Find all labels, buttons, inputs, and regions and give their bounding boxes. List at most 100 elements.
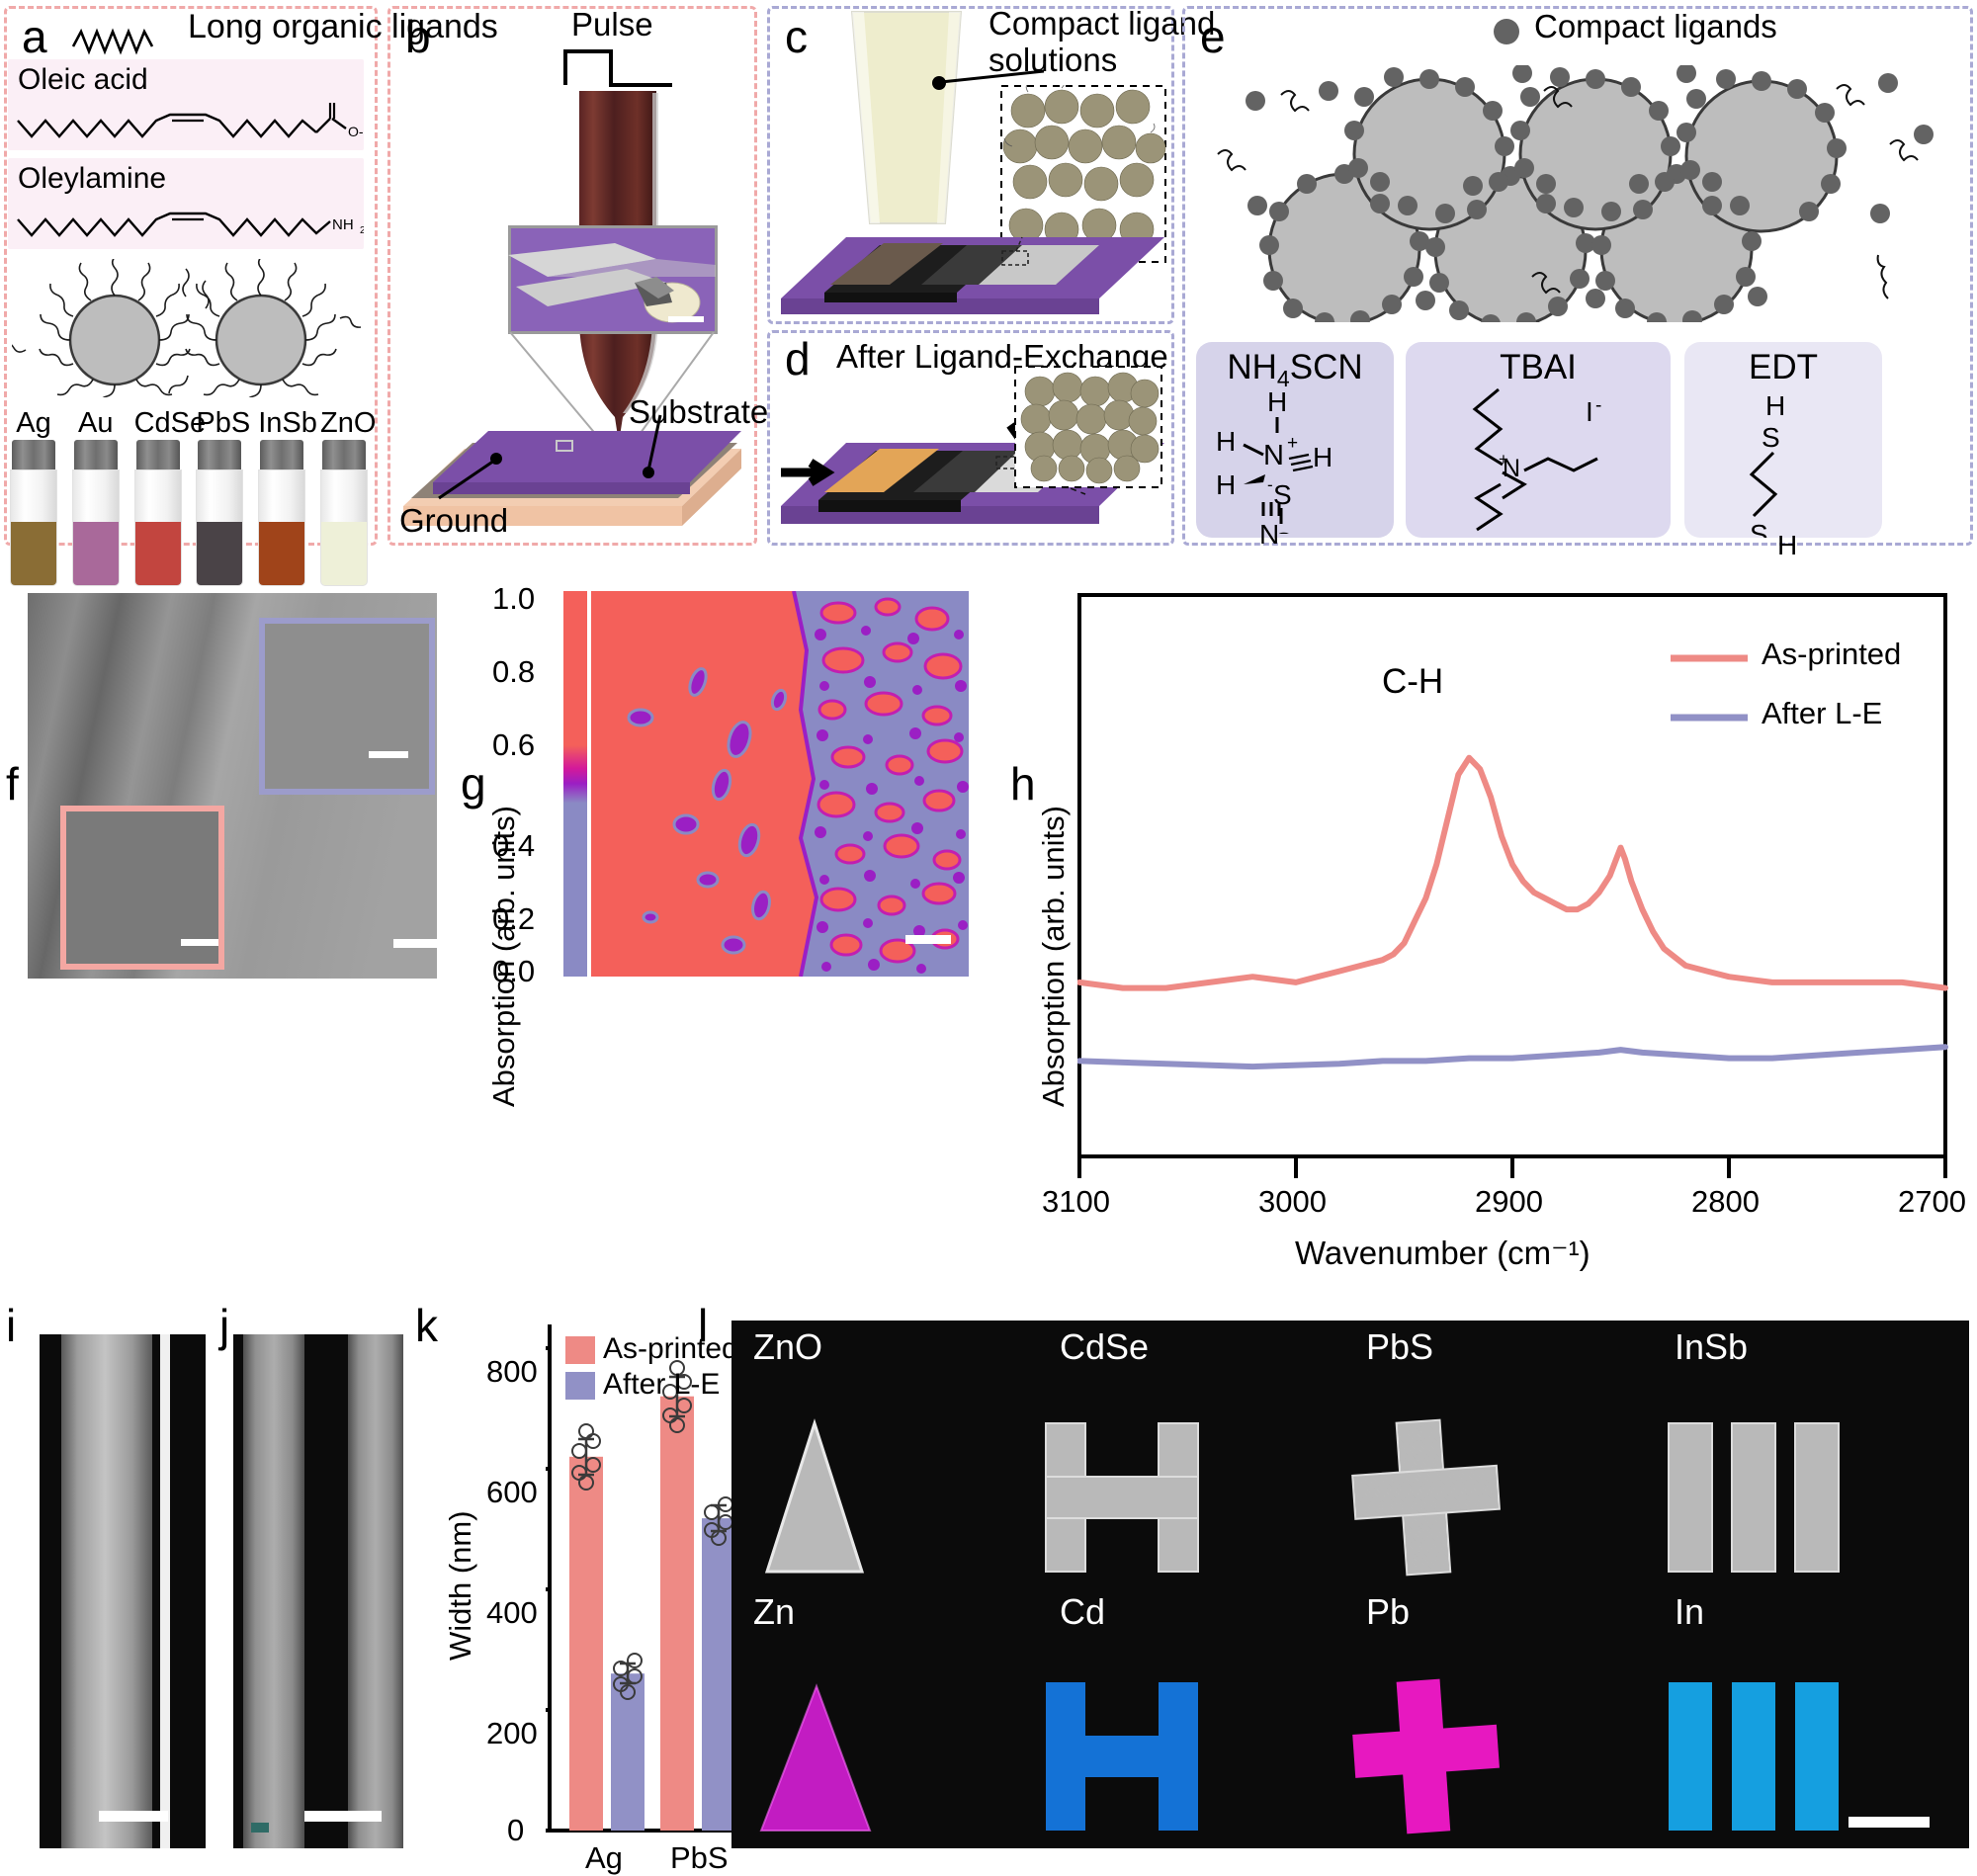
vial-ag[interactable]: Ag [10,407,57,586]
l-label-zno: ZnO [753,1326,823,1367]
h-legend-as-printed: As-printed [1762,637,1902,671]
svg-text:S: S [1762,422,1780,453]
chem-card-tbai: TBAI N + I - [1406,342,1671,538]
h-xtick-3100: 3100 [1042,1184,1110,1219]
vial-cap-insb [260,440,304,469]
vial-body-au [71,469,120,586]
panel-b-container [387,6,757,546]
k-xtick-ag: Ag [585,1840,623,1875]
l-label-in: In [1675,1591,1705,1632]
panel-g-colorbar [563,591,587,977]
chem-card-nh4scn: NH4SCN H H N + H H S - C N [1196,342,1394,550]
svg-text:-: - [1595,395,1601,416]
l-label-pbs: PbS [1366,1326,1434,1367]
panel-h-letter: h [1010,758,1036,810]
panel-k-letter: k [415,1300,438,1351]
vial-label-cdse: CdSe [133,407,207,439]
svg-text:O-: O- [348,124,364,139]
panel-g-letter: g [461,758,486,810]
l-label-cdse: CdSe [1060,1326,1150,1367]
panel-e-letter: e [1200,11,1226,62]
svg-text:H: H [1216,426,1236,457]
oleylamine-row: Oleylamine NH 2 [8,158,364,249]
panel-c-container [767,6,1174,324]
k-ytick-200: 200 [486,1716,538,1750]
panel-l-letter: l [698,1300,709,1351]
h-xtick-2800: 2800 [1691,1184,1760,1219]
vial-cap-cdse [135,440,180,469]
svg-text:H: H [1313,442,1332,472]
compact-ligand-dot-icon [1494,19,1519,44]
panel-h-ftir-plot [1077,593,1948,1178]
bar-ag-as-printed [569,1456,603,1831]
g-ytick-5: 0.2 [492,901,536,936]
tbai-structure-icon: N + I - [1472,387,1601,532]
svg-text:N: N [1259,519,1279,550]
g-ytick-6: 0.0 [492,954,536,988]
beaker-illustration [850,11,963,224]
h-xtick-2700: 2700 [1898,1184,1966,1219]
panel-j-letter: j [219,1300,230,1351]
panel-c-letter: c [785,11,808,62]
vial-cap-pbs [198,440,242,469]
vial-body-zno [319,469,368,586]
g-ytick-1: 1.0 [492,581,536,616]
l-label-pb: Pb [1366,1591,1411,1632]
l-label-insb: InSb [1675,1326,1749,1367]
vial-cdse[interactable]: CdSe [133,407,207,586]
vial-cap-au [73,440,118,469]
ground-pointer-line [438,453,502,500]
tbai-title: TBAI [1500,348,1577,386]
k-legend-label-after-le: After L-E [603,1368,721,1401]
panel-g-heatmap [591,591,969,977]
oleylamine-label: Oleylamine [18,162,167,195]
vial-zno[interactable]: ZnO [319,407,376,586]
panel-f-letter: f [6,758,19,810]
g-ytick-3: 0.6 [492,727,536,762]
pulse-label: Pulse [571,6,653,43]
panel-i-letter: i [6,1300,17,1351]
edt-structure-icon: H S S [1749,390,1785,538]
k-ytick-400: 400 [486,1595,538,1630]
panel-b-letter: b [405,11,431,62]
vial-cap-zno [321,440,366,469]
panel-e-container [1182,6,1973,546]
vial-insb[interactable]: InSb [258,407,317,586]
k-legend-swatch-as-printed [565,1336,595,1364]
nh4scn-title: NH4SCN [1227,348,1363,391]
panel-d-letter: d [785,333,811,384]
svg-text:+: + [1499,450,1508,469]
vial-label-ag: Ag [16,407,51,439]
edt-title: EDT [1749,348,1818,386]
substrate-pointer-line [643,414,662,478]
g-ytick-4: 0.4 [492,828,536,863]
pulse-waveform-icon [563,49,672,87]
bar-ag-after-le [611,1673,645,1831]
oleic-acid-row: Oleic acid O O- [8,59,364,150]
chem-card-edt: EDT H S S H [1684,342,1882,560]
nanoparticle-long-ligands-illustration [12,259,362,397]
svg-text:N: N [1263,440,1284,471]
c-substrate-illustration [781,236,1164,314]
h-legend-after-le: After L-E [1762,696,1883,730]
vial-au[interactable]: Au [71,407,120,586]
svg-text:I: I [1586,396,1593,427]
nh4scn-structure-icon: H H N + H H S - C [1216,389,1332,534]
panel-a-container [4,6,378,546]
svg-text:2: 2 [360,225,364,236]
k-ytick-800: 800 [486,1354,538,1389]
vial-liquid-pbs [197,522,243,585]
svg-text:+: + [1287,433,1298,454]
svg-text:NH: NH [332,216,354,233]
panel-l-shapes [759,1418,1930,1834]
svg-text:S: S [1750,519,1768,538]
np-film-inset-dense [1014,366,1162,488]
k-legend-swatch-after-le [565,1372,595,1400]
l-label-zn: Zn [753,1591,796,1632]
substrate-label: Substrate [629,393,769,430]
bar-pbs-as-printed [660,1396,694,1831]
vial-label-au: Au [78,407,114,439]
vial-body-cdse [133,469,182,586]
vial-rack: Ag Au CdSe PbS InSb ZnO [10,407,376,586]
vial-pbs[interactable]: PbS [196,407,250,586]
